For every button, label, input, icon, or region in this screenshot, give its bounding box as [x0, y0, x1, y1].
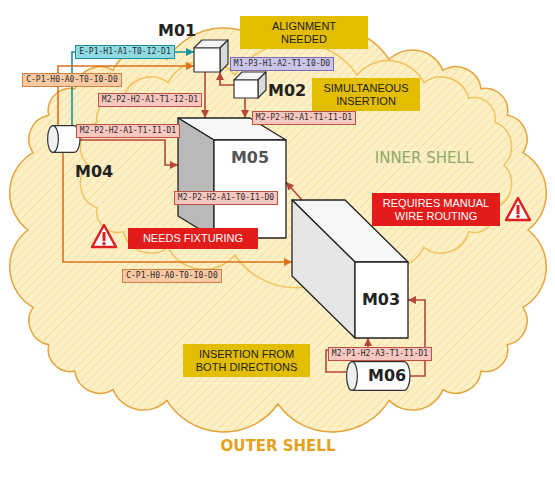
- module-block: M03: [292, 200, 408, 338]
- connector-label: M2-P2-H2-A1-T1-I1-D1: [76, 124, 180, 138]
- connector: [286, 182, 302, 200]
- connector-label: M2-P2-H2-A1-T0-I1-D0: [174, 191, 278, 205]
- module-label: M04: [75, 163, 113, 181]
- callout-text: SIMULTANEOUS INSERTION: [317, 82, 415, 107]
- outer-cloud: [10, 28, 547, 432]
- callout-box: INSERTION FROM BOTH DIRECTIONS: [183, 344, 310, 377]
- shell-label: OUTER SHELL: [221, 438, 336, 455]
- connector: [244, 98, 246, 118]
- module-label: M03: [362, 291, 400, 309]
- connector: [72, 52, 194, 125]
- warning-callout: REQUIRES MANUAL WIRE ROUTING: [372, 193, 500, 226]
- connector-label: C-P1-H0-A0-T0-I0-D0: [22, 73, 122, 87]
- outer-shell-region: OUTER SHELLINNER SHELLM01M02SIMULTANEOUS…: [8, 36, 548, 461]
- warning-icon: [506, 198, 530, 220]
- connector-label: E-P1-H1-A1-T0-I2-D1: [75, 45, 175, 59]
- module-label: M02: [268, 82, 306, 100]
- module-shape: [178, 118, 286, 238]
- connector-label: M1-P3-H1-A2-T1-I0-D0: [230, 57, 334, 71]
- connector-label: M2-P2-H2-A1-T1-I2-D1: [98, 93, 202, 107]
- callout-box: ALIGNMENT NEEDED: [240, 16, 368, 49]
- callout-box: SIMULTANEOUS INSERTION: [312, 78, 420, 111]
- connector-label: M2-P1-H2-A3-T1-I1-D1: [328, 347, 432, 361]
- connector-label: C-P1-H0-A0-T0-I0-D0: [122, 269, 222, 283]
- module-cube: M01: [194, 40, 228, 72]
- connector: [204, 72, 206, 118]
- warning-icon: [92, 225, 116, 247]
- warning-callout: NEEDS FIXTURING: [128, 228, 258, 249]
- module-cylinder: M06: [346, 361, 410, 391]
- connector: [80, 140, 178, 165]
- callout-text: INSERTION FROM BOTH DIRECTIONS: [189, 348, 304, 373]
- module-label: M05: [231, 149, 269, 167]
- connector: [220, 72, 234, 85]
- module-label: M06: [368, 367, 406, 385]
- callout-text: NEEDS FIXTURING: [134, 232, 252, 245]
- callout-text: REQUIRES MANUAL WIRE ROUTING: [377, 197, 495, 222]
- connector: [63, 153, 292, 262]
- module-cube: M02: [234, 72, 266, 98]
- shell-label: INNER SHELL: [375, 150, 474, 167]
- module-shape: [234, 72, 266, 98]
- connector-label: M2-P2-H2-A1-T1-I1-D1: [252, 111, 356, 125]
- connector: [408, 300, 425, 376]
- module-shape: [194, 40, 228, 72]
- module-block: M05: [178, 118, 286, 238]
- callout-text: ALIGNMENT NEEDED: [258, 20, 350, 45]
- module-shape: [292, 200, 408, 338]
- module-label: M01: [158, 22, 196, 40]
